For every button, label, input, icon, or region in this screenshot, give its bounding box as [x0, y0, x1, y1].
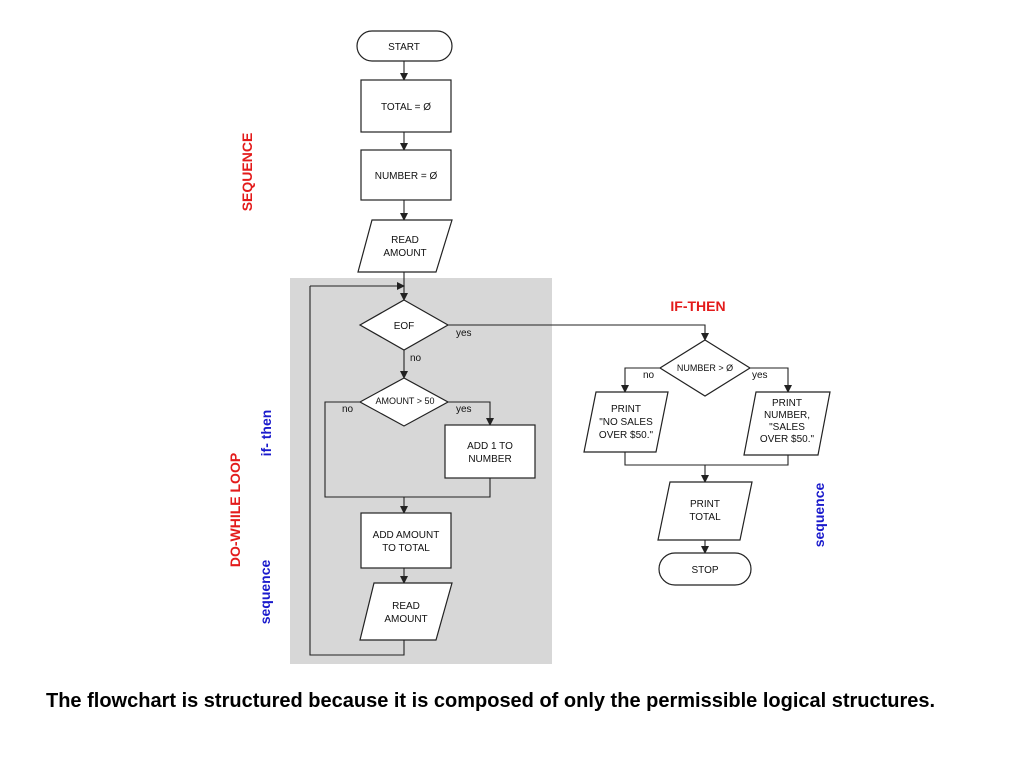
sequence-blue-left-label: sequence [257, 559, 273, 624]
print-total-line2: TOTAL [689, 512, 721, 523]
read1-line2: AMOUNT [383, 248, 426, 259]
read-amount-2-parallelogram: READ AMOUNT [359, 582, 453, 641]
print-no-sales-line2: "NO SALES [599, 417, 653, 428]
connectors [309, 61, 792, 656]
number-init-label: NUMBER = Ø [375, 171, 438, 182]
print-number-line2: NUMBER, [764, 410, 810, 421]
do-while-loop-label: DO-WHILE LOOP [227, 453, 243, 567]
read1-line1: READ [391, 235, 419, 246]
number-yes-label: yes [752, 370, 768, 381]
start-label: START [388, 42, 420, 53]
total-init-box: TOTAL = Ø [360, 79, 452, 133]
sequence-blue-right-label: sequence [811, 482, 827, 547]
add-number-box: ADD 1 TO NUMBER [444, 424, 536, 479]
eof-label: EOF [394, 321, 415, 332]
eof-yes-label: yes [456, 328, 472, 339]
stop-label: STOP [691, 565, 718, 576]
print-no-sales-line1: PRINT [611, 404, 641, 415]
amount-no-label: no [342, 404, 354, 415]
read2-line2: AMOUNT [384, 614, 427, 625]
eof-no-label: no [410, 353, 422, 364]
if-then-blue-label: if- then [258, 410, 274, 457]
number-decision: NUMBER > Ø [658, 339, 752, 397]
print-number-line1: PRINT [772, 398, 802, 409]
start-node: START [356, 30, 453, 62]
number-init-box: NUMBER = Ø [360, 149, 452, 201]
print-no-sales-line3: OVER $50." [599, 430, 654, 441]
add-number-line2: NUMBER [468, 454, 511, 465]
print-total-line1: PRINT [690, 499, 720, 510]
print-number-parallelogram: PRINT NUMBER, "SALES OVER $50." [743, 391, 831, 456]
number-check-label: NUMBER > Ø [677, 363, 733, 373]
eof-decision: EOF [358, 299, 450, 351]
number-no-label: no [643, 370, 655, 381]
add-amount-line2: TO TOTAL [382, 543, 430, 554]
add-number-line1: ADD 1 TO [467, 441, 513, 452]
caption-text: The flowchart is structured because it i… [46, 690, 936, 712]
amount-decision: AMOUNT > 50 [358, 377, 450, 427]
if-then-red-label: IF-THEN [670, 298, 725, 314]
flowchart-diagram: START TOTAL = Ø NUMBER = Ø READ AMOUNT E… [227, 30, 831, 664]
read2-line1: READ [392, 601, 420, 612]
sequence-red-label: SEQUENCE [239, 133, 255, 212]
print-number-line4: OVER $50." [760, 434, 815, 445]
add-amount-line1: ADD AMOUNT [373, 530, 440, 541]
read-amount-1-parallelogram: READ AMOUNT [357, 219, 453, 273]
amount-yes-label: yes [456, 404, 472, 415]
print-no-sales-parallelogram: PRINT "NO SALES OVER $50." [583, 391, 669, 453]
total-init-label: TOTAL = Ø [381, 102, 431, 113]
stop-node: STOP [658, 552, 752, 586]
print-total-parallelogram: PRINT TOTAL [657, 481, 753, 541]
print-number-line3: "SALES [769, 422, 805, 433]
amount-check-label: AMOUNT > 50 [375, 396, 434, 406]
add-amount-box: ADD AMOUNT TO TOTAL [360, 512, 452, 569]
